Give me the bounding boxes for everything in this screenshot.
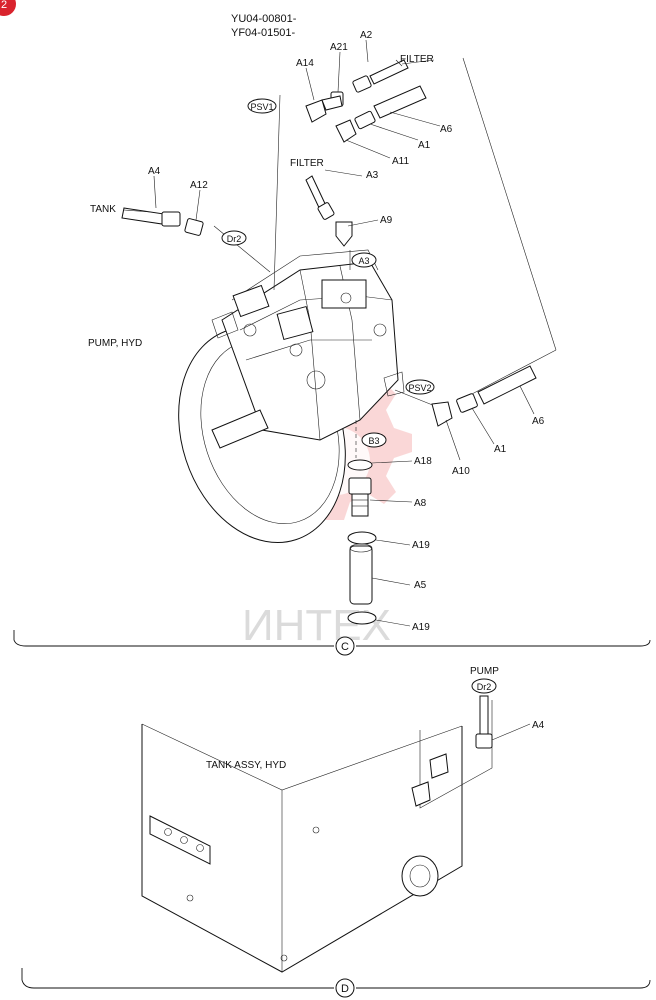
clamp-a19-top (347, 531, 377, 545)
label-a2: A2 (360, 30, 373, 41)
label-a21: A21 (330, 42, 348, 53)
label-a3: A3 (366, 170, 379, 181)
hose-a4-bottom (475, 695, 531, 749)
clamp-a19-bottom (347, 611, 377, 625)
hose-a2 (352, 59, 409, 93)
pilot-line-psv1 (273, 94, 281, 291)
page-badge: 2 (0, 0, 16, 16)
label-a11: A11 (392, 156, 409, 167)
hose-a4-tank (121, 207, 181, 227)
label-pump-assy: PUMP, HYD (88, 338, 142, 349)
fitting-a11 (335, 119, 357, 143)
port-dr2-bottom: Dr2 (471, 678, 497, 694)
section-c-bracket: C (13, 630, 651, 656)
label-pump-ref: PUMP (470, 666, 499, 677)
label-a6-top: A6 (440, 124, 453, 135)
hose-a6-bottom (456, 365, 537, 413)
label-a19-bottom: A19 (412, 622, 430, 633)
elbow-a10 (431, 401, 453, 427)
elbow-a9 (335, 221, 353, 247)
port-dr2-top: Dr2 (221, 230, 247, 246)
section-d-marker: D (341, 983, 349, 995)
port-psv1-text: PSV1 (250, 102, 273, 112)
serial-range-1: YU04-00801- (231, 13, 297, 25)
section-d-bracket: D (21, 968, 651, 998)
label-a8: A8 (414, 498, 427, 509)
adapter-a8 (348, 477, 372, 517)
page-badge-number: 2 (1, 0, 7, 11)
fitting-a12 (184, 218, 204, 236)
label-a4-top: A4 (148, 166, 161, 177)
section-c-marker: C (341, 641, 349, 653)
hose-a5 (349, 543, 373, 605)
label-a14: A14 (296, 58, 314, 69)
port-a3-text: A3 (358, 256, 369, 266)
label-filter-top: FILTER (400, 54, 434, 65)
pilot-line-a6-bottom (469, 349, 557, 396)
o-ring-a18 (347, 459, 373, 471)
label-a1-bottom: A1 (494, 444, 507, 455)
port-b3-text: B3 (368, 436, 379, 446)
port-psv1: PSV1 (247, 98, 277, 114)
label-a5: A5 (414, 580, 427, 591)
hose-a3 (305, 175, 335, 220)
pilot-line-a6-top (462, 57, 557, 351)
port-b3: B3 (361, 432, 387, 448)
label-a9: A9 (380, 215, 393, 226)
port-a3: A3 (351, 252, 377, 268)
port-dr2-top-text: Dr2 (227, 234, 242, 244)
label-a19-top: A19 (412, 540, 430, 551)
serial-range-2: YF04-01501- (231, 27, 296, 39)
label-a10: A10 (452, 466, 470, 477)
hose-a6-top (354, 85, 427, 130)
label-a6-bottom: A6 (532, 416, 545, 427)
fitting-a14 (305, 95, 343, 123)
tank-line (213, 225, 271, 273)
port-psv2-text: PSV2 (408, 383, 431, 393)
pump-assembly-drawing (178, 249, 405, 543)
label-a12: A12 (190, 180, 208, 191)
watermark-text: ИНТЕХ (242, 601, 391, 650)
label-filter-mid: FILTER (290, 158, 324, 169)
label-a1-top: A1 (418, 140, 431, 151)
label-a18: A18 (414, 456, 432, 467)
label-tank-assy: TANK ASSY, HYD (206, 760, 286, 771)
port-dr2-bottom-text: Dr2 (477, 682, 492, 692)
port-psv2: PSV2 (405, 379, 435, 395)
label-tank: TANK (90, 204, 116, 215)
leader-lines-c (123, 39, 535, 627)
tank-assembly-drawing (141, 700, 493, 973)
label-a4-bottom: A4 (532, 720, 545, 731)
